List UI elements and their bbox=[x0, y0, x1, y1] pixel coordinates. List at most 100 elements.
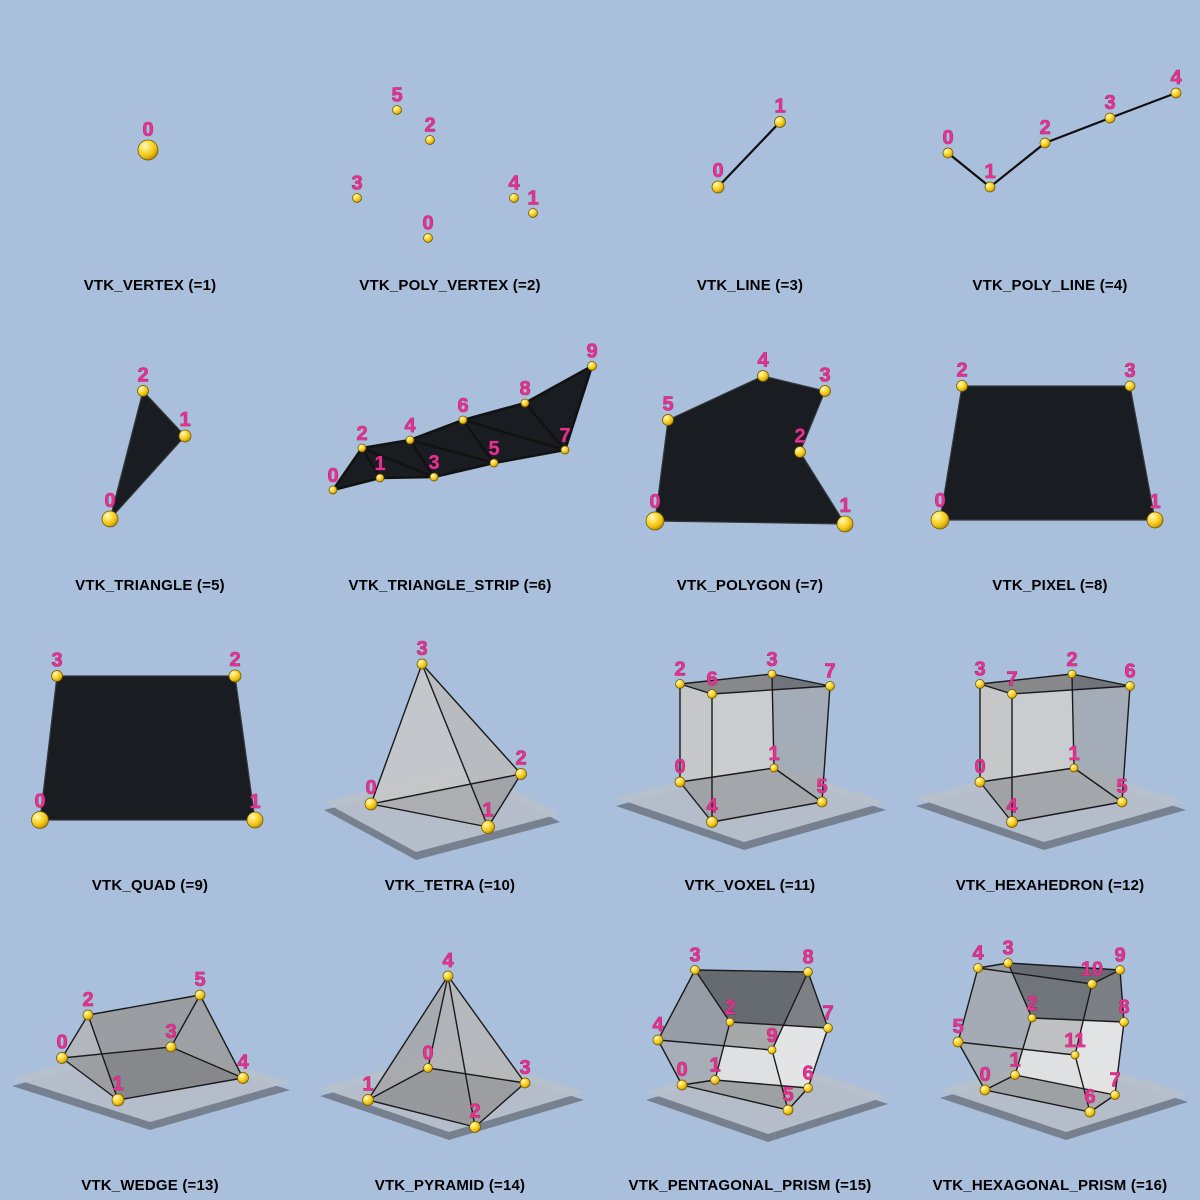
cell-edge bbox=[360, 446, 436, 479]
point-label-6: 6 bbox=[457, 395, 468, 417]
point-sphere-0 bbox=[423, 1063, 433, 1073]
point-sphere-4 bbox=[973, 963, 983, 973]
cell-edge bbox=[61, 1046, 172, 1059]
cell-edge bbox=[370, 803, 489, 828]
cell-edge bbox=[461, 401, 527, 422]
point-sphere-2 bbox=[425, 135, 435, 145]
cell-face bbox=[958, 963, 1032, 1090]
cell-edge bbox=[988, 141, 1047, 189]
cell-edge bbox=[523, 364, 594, 405]
cell-edge bbox=[461, 418, 567, 452]
point-label-4: 4 bbox=[972, 943, 984, 965]
point-label-0: 0 bbox=[676, 1059, 687, 1081]
point-label-1: 1 bbox=[1149, 491, 1160, 513]
caption-vtk-wedge: VTK_WEDGE (=13) bbox=[81, 1177, 219, 1194]
cell-edge bbox=[360, 446, 382, 480]
point-sphere-3 bbox=[51, 670, 63, 682]
cell-edge bbox=[109, 435, 186, 520]
cell-edge bbox=[170, 994, 201, 1048]
point-label-0: 0 bbox=[674, 756, 685, 778]
point-sphere-3 bbox=[416, 658, 428, 670]
cell-edge bbox=[360, 438, 412, 450]
cell-edge bbox=[331, 476, 382, 492]
cell-edge bbox=[694, 969, 731, 1023]
point-sphere-5 bbox=[816, 796, 828, 808]
point-sphere-9 bbox=[587, 361, 597, 371]
point-label-4: 4 bbox=[442, 950, 454, 972]
point-label-5: 5 bbox=[1116, 776, 1127, 798]
cell-edge bbox=[773, 767, 823, 803]
point-label-1: 1 bbox=[1068, 743, 1079, 765]
cell-face bbox=[980, 674, 1130, 694]
cell-edge bbox=[716, 120, 782, 189]
point-label-1: 1 bbox=[112, 1073, 123, 1095]
point-label-1: 1 bbox=[839, 495, 850, 517]
cell-edge bbox=[408, 438, 436, 479]
cell-edge bbox=[1073, 767, 1123, 803]
cell-edge bbox=[979, 683, 1013, 695]
point-label-4: 4 bbox=[1170, 67, 1182, 89]
caption-vtk-pyramid: VTK_PYRAMID (=14) bbox=[374, 1177, 526, 1194]
point-label-0: 0 bbox=[649, 491, 660, 513]
cell-face bbox=[1008, 963, 1124, 1022]
point-sphere-8 bbox=[803, 967, 813, 977]
cell-edge bbox=[39, 675, 58, 821]
pane-vtk-vertex: 0 VTK_VERTEX (=1) bbox=[0, 0, 300, 300]
cell-edge bbox=[979, 767, 1075, 783]
cell-face bbox=[62, 1015, 118, 1100]
point-sphere-2 bbox=[1039, 137, 1051, 149]
point-label-2: 2 bbox=[424, 115, 435, 137]
caption-vtk-poly-line: VTK_POLY_LINE (=4) bbox=[972, 277, 1128, 294]
cell-edge bbox=[1011, 685, 1131, 695]
cell-edge bbox=[771, 971, 809, 1051]
point-sphere-9 bbox=[1115, 965, 1125, 975]
point-label-1: 1 bbox=[527, 188, 538, 210]
point-label-8: 8 bbox=[519, 378, 530, 400]
point-label-7: 7 bbox=[1006, 669, 1017, 691]
point-label-1: 1 bbox=[249, 791, 260, 813]
point-label-4: 4 bbox=[404, 415, 416, 437]
point-label-0: 0 bbox=[365, 777, 376, 799]
point-label-9: 9 bbox=[766, 1025, 777, 1047]
cell-edge bbox=[1114, 1021, 1125, 1096]
cell-edge bbox=[1108, 91, 1178, 120]
cell-face bbox=[680, 674, 830, 694]
point-sphere-5 bbox=[194, 989, 206, 1001]
figure-vtk-vertex: 0 bbox=[137, 119, 159, 161]
point-label-1: 1 bbox=[179, 409, 190, 431]
point-sphere-6 bbox=[707, 689, 717, 699]
point-sphere-9 bbox=[767, 1045, 777, 1055]
point-label-9: 9 bbox=[586, 341, 597, 363]
point-sphere-7 bbox=[560, 445, 570, 455]
cell-face bbox=[985, 1075, 1115, 1112]
point-sphere-4 bbox=[1170, 87, 1182, 99]
point-sphere-7 bbox=[1007, 689, 1017, 699]
point-sphere-1 bbox=[111, 1093, 125, 1107]
point-label-2: 2 bbox=[1066, 649, 1077, 671]
cell-edge bbox=[762, 375, 826, 392]
point-sphere-2 bbox=[956, 380, 968, 392]
cell-face bbox=[658, 970, 730, 1085]
point-label-2: 2 bbox=[469, 1101, 480, 1123]
cell-edge bbox=[654, 419, 669, 522]
point-sphere-2 bbox=[228, 669, 242, 683]
cell-edge bbox=[1074, 983, 1093, 1056]
cell-edge bbox=[807, 1027, 829, 1089]
point-sphere-0 bbox=[31, 811, 49, 829]
point-sphere-4 bbox=[706, 816, 718, 828]
cell-edge bbox=[447, 975, 476, 1128]
point-sphere-0 bbox=[328, 485, 338, 495]
point-sphere-4 bbox=[237, 1072, 249, 1084]
point-sphere-0 bbox=[101, 510, 119, 528]
cell-edge bbox=[331, 446, 364, 492]
point-sphere-4 bbox=[442, 970, 454, 982]
cell-edge bbox=[946, 151, 992, 189]
point-sphere-3 bbox=[1124, 380, 1136, 392]
cell-face bbox=[682, 1080, 808, 1110]
point-label-2: 2 bbox=[1039, 117, 1050, 139]
cell-edge bbox=[427, 975, 449, 1069]
cell-edge bbox=[1011, 801, 1123, 823]
point-sphere-0 bbox=[674, 776, 686, 788]
